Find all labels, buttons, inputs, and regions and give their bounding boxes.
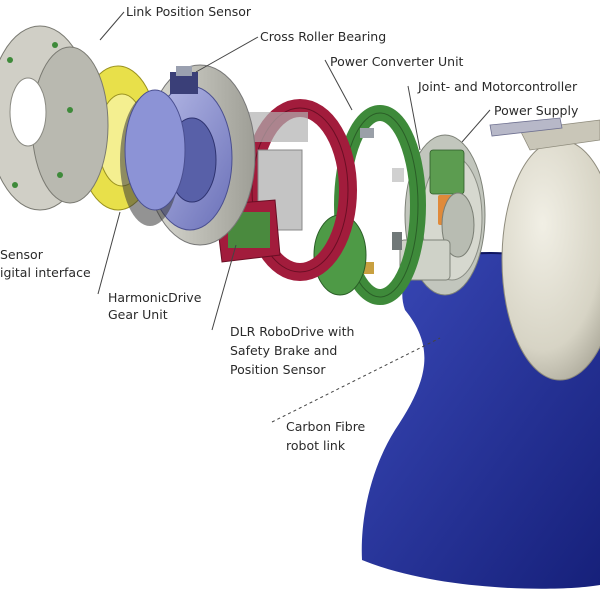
cover-shell — [489, 117, 600, 381]
label-robodrive-line1: DLR RoboDrive with — [230, 324, 355, 339]
label-sensor-line2: igital interface — [0, 265, 91, 280]
robodrive-motor — [214, 99, 357, 281]
label-carbon-fibre-line2: robot link — [286, 438, 346, 453]
label-cross-roller-bearing: Cross Roller Bearing — [260, 29, 387, 44]
label-power-supply: Power Supply — [494, 103, 579, 118]
label-harmonicdrive-line2: Gear Unit — [108, 307, 168, 322]
sensor-flange — [0, 25, 109, 211]
leader-lines — [97, 11, 491, 423]
label-robodrive-line3: Position Sensor — [230, 362, 326, 377]
label-joint-motorcontroller: Joint- and Motorcontroller — [418, 79, 578, 94]
label-sensor-line1: Sensor — [0, 247, 43, 262]
label-power-converter-unit: Power Converter Unit — [330, 54, 464, 69]
label-carbon-fibre-line1: Carbon Fibre — [286, 419, 366, 434]
label-link-position-sensor: Link Position Sensor — [126, 4, 252, 19]
label-harmonicdrive-line1: HarmonicDrive — [108, 290, 202, 305]
label-robodrive-line2: Safety Brake and — [230, 343, 338, 358]
